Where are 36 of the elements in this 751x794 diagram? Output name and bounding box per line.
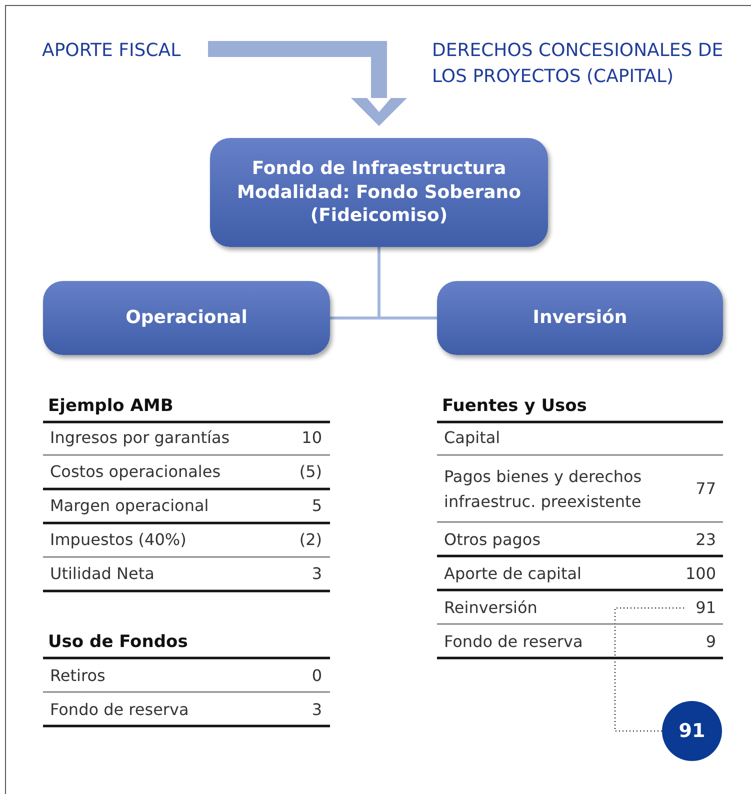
table-value: (5) — [298, 461, 322, 483]
table-heading: Ejemplo AMB — [48, 395, 174, 418]
table-value: 0 — [310, 665, 322, 687]
table-label: Otros pagos — [444, 529, 542, 551]
dotted-connector — [614, 607, 684, 732]
table-label: Margen operacional — [50, 495, 210, 517]
table-label: Utilidad Neta — [50, 563, 156, 585]
table-label: Ingresos por garantías — [50, 427, 231, 449]
input-label: APORTE FISCAL — [42, 38, 202, 64]
table-label: Impuestos (40%) — [50, 529, 188, 551]
connector-line — [378, 247, 437, 320]
value-circle: 91 — [662, 701, 722, 761]
table-value: 5 — [310, 495, 322, 517]
table-heading: Uso de Fondos — [48, 631, 189, 654]
table-value: 3 — [310, 699, 322, 721]
table-value: 23 — [694, 529, 716, 551]
rounded-box: Fondo de Infraestructura Modalidad: Fondo Soberano (Fideicomiso) — [210, 138, 548, 247]
table-value: 100 — [684, 563, 716, 585]
table-value: 91 — [688, 597, 716, 619]
table-label: Aporte de capital — [444, 563, 582, 585]
table-label: Pagos bienes y derechos infraestruc. preexistente — [444, 466, 643, 513]
table-label: Retiros — [50, 665, 106, 687]
table-value: 9 — [704, 631, 716, 653]
table-label: Costos operacionales — [50, 461, 222, 483]
table-value: 10 — [300, 427, 322, 449]
table-value: 3 — [310, 563, 322, 585]
table-label: Fondo de reserva — [444, 631, 584, 653]
table-heading: Fuentes y Usos — [442, 395, 588, 418]
rounded-box: Operacional — [43, 281, 330, 355]
input-label: DERECHOS CONCESIONALES DE LOS PROYECTOS (CAPITAL) — [432, 39, 724, 89]
table-label: Fondo de reserva — [50, 699, 190, 721]
table-label: Reinversión — [444, 597, 538, 619]
table-label: Capital — [444, 427, 502, 449]
table-value: 77 — [694, 478, 716, 500]
table-value: (2) — [298, 529, 322, 551]
rounded-box: Inversión — [437, 281, 723, 355]
